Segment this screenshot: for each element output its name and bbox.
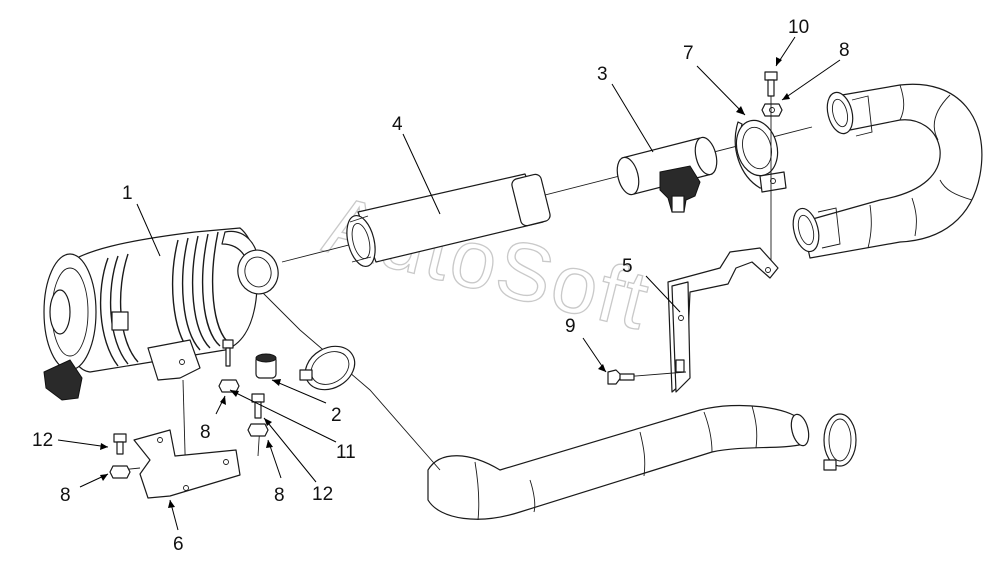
hose-clamp-middle	[299, 345, 356, 391]
u-shaped-hose	[792, 83, 983, 259]
leader-lines	[57, 36, 841, 531]
bolt-part-12-right	[251, 393, 265, 419]
nut-part-8-lower-left	[109, 465, 131, 479]
callout-1: 1	[122, 183, 133, 204]
lower-hose-body	[427, 404, 805, 520]
callout-10: 10	[788, 17, 809, 38]
filter-dust-valve	[43, 359, 83, 401]
callout-4: 4	[392, 114, 403, 135]
nut-part-8-middle	[218, 379, 240, 393]
air-filter-part-1	[43, 227, 279, 489]
sensor-housing-inlet	[616, 156, 640, 196]
mounting-plate-part-6	[119, 423, 261, 499]
callout-8-right: 8	[274, 485, 285, 506]
sensor-body-icon	[659, 165, 701, 213]
bolt-part-9	[607, 369, 635, 385]
callout-12-left: 12	[32, 430, 53, 451]
intake-pipe-right-collar	[511, 173, 551, 227]
filter-mount-foot	[147, 339, 201, 381]
intake-pipe-left-end	[346, 214, 376, 268]
screw-part-11	[222, 339, 234, 367]
callout-7: 7	[683, 43, 694, 64]
bolt-part-10	[764, 71, 778, 97]
callout-8-top: 8	[839, 40, 850, 61]
callout-8-left: 8	[60, 485, 71, 506]
intake-pipe-part-4	[281, 126, 813, 268]
clamp-bracket-tab	[759, 171, 787, 193]
lower-intake-hose	[259, 289, 810, 521]
bolt-part-12-left	[113, 433, 127, 455]
callout-labels: 1 2 3 4 5 6 7 8 8 8 8 9 10 11 12 12	[32, 17, 850, 555]
filter-ribs	[171, 231, 231, 353]
callout-12-right: 12	[312, 484, 333, 505]
callout-11: 11	[336, 442, 356, 463]
bushing-part-2	[255, 353, 277, 379]
callout-5: 5	[622, 256, 633, 277]
u-hose-lower-end	[792, 207, 820, 253]
callout-3: 3	[597, 64, 608, 85]
lower-hose-end	[790, 413, 810, 447]
u-hose-body	[801, 83, 983, 259]
clamp-bracket-part-7	[734, 119, 787, 193]
nut-part-8-upper	[761, 103, 783, 117]
callout-9: 9	[565, 316, 576, 337]
callout-6: 6	[173, 534, 184, 555]
callout-2: 2	[331, 405, 342, 426]
callout-8-mid: 8	[200, 422, 211, 443]
hose-clamp-right	[823, 413, 857, 471]
bracket-part-5	[609, 247, 779, 393]
sensor-housing-outlet	[694, 136, 718, 176]
nut-part-8-lower-right	[247, 423, 269, 437]
mass-air-flow-sensor-part-3	[616, 136, 718, 213]
